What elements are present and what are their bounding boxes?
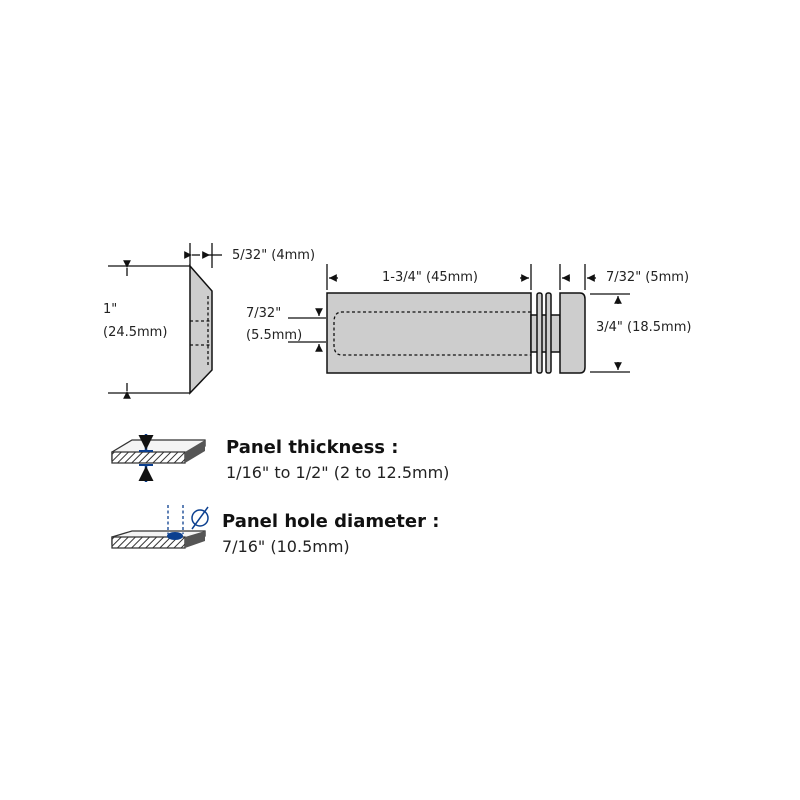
side-height-in: 1" [103, 302, 117, 317]
length-label: 1-3/4" (45mm) [382, 270, 478, 285]
panel-hole-icon [111, 505, 209, 549]
cap-width-label: 7/32" (5mm) [606, 270, 689, 285]
panel-thickness-heading: Panel thickness : [226, 437, 398, 458]
panel-hole-heading: Panel hole diameter : [222, 511, 439, 532]
slot-in-label: 7/32" [246, 306, 281, 321]
panel-hole-value: 7/16" (10.5mm) [222, 537, 350, 556]
slot-mm-label: (5.5mm) [246, 328, 302, 343]
fin [536, 292, 543, 374]
standoff-barrel [326, 292, 532, 374]
diameter-label: 3/4" (18.5mm) [596, 320, 691, 335]
cap-side-profile [189, 264, 213, 395]
side-view: 5/32" (4mm) 1" (24.5mm) [103, 243, 315, 399]
panel-thickness-value: 1/16" to 1/2" (2 to 12.5mm) [226, 463, 449, 482]
side-height-mm: (24.5mm) [103, 325, 167, 340]
diameter-symbol-icon [191, 506, 209, 530]
fin [545, 292, 552, 374]
standoff-cap [559, 292, 586, 374]
panel-thickness-icon [111, 434, 206, 482]
side-thickness-label: 5/32" (4mm) [232, 248, 315, 263]
front-view: 1-3/4" (45mm) 7/32" (5mm) 3/4" (18.5mm) … [246, 264, 691, 374]
